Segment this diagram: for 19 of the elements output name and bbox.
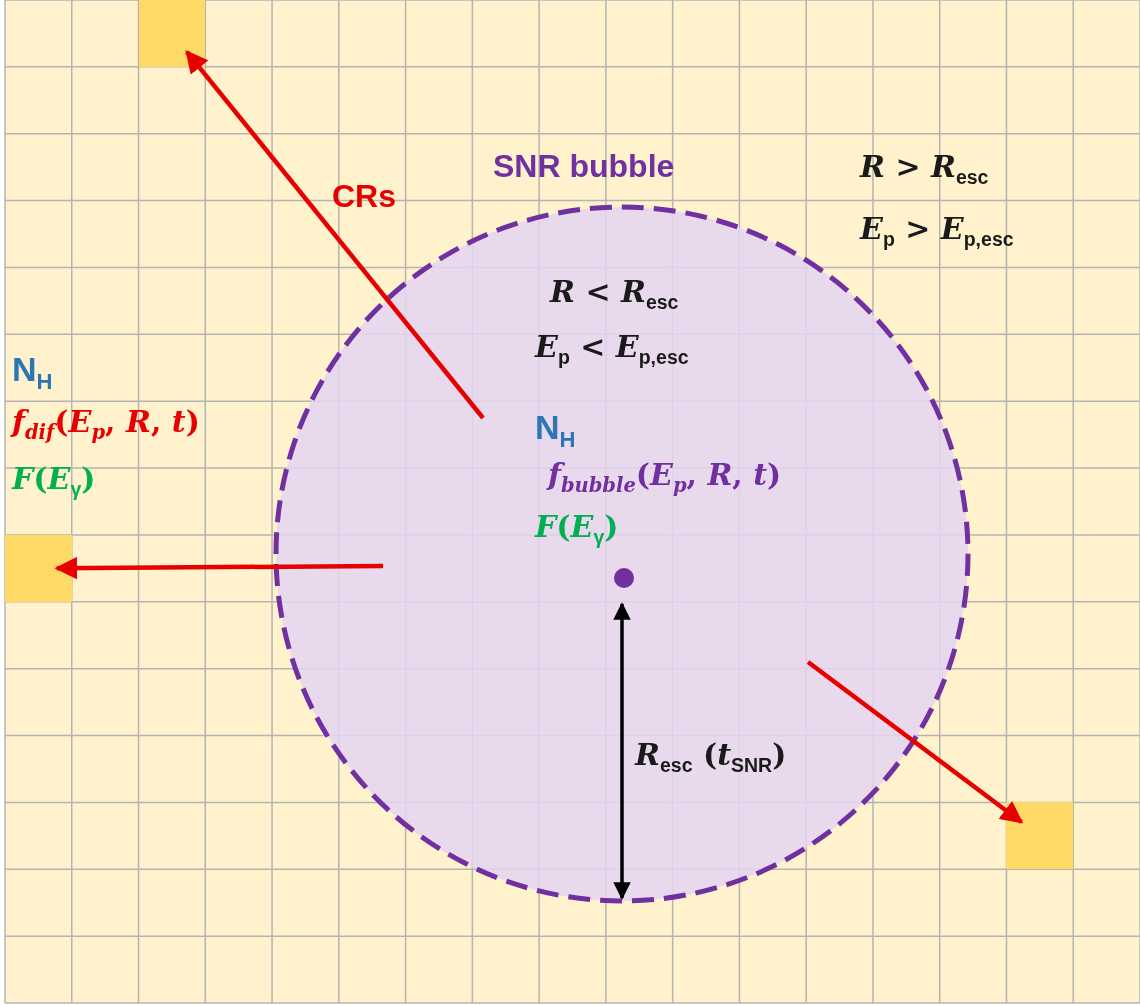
formula-text: f$_{dif}$(E$_{p}$, R, t)	[12, 405, 200, 445]
formula-text: F(E$_{γ}$)	[535, 510, 619, 549]
formula-text: N$_{H}$	[12, 350, 53, 395]
arrow	[806, 660, 1024, 824]
formula-text: R$_{esc}$ (t$_{SNR}$)	[635, 738, 787, 777]
formula-text: F(E$_{γ}$)	[12, 462, 96, 501]
arrow	[54, 556, 383, 580]
formula-text: R < R$_{esc}$	[550, 275, 679, 314]
arrow	[185, 50, 485, 420]
formula-text: R > R$_{esc}$	[860, 150, 989, 189]
highlighted-cell	[5, 534, 72, 602]
formula-text: E$_{p}$ > E$_{p,esc}$	[860, 212, 1014, 251]
formula-text: E$_{p}$ < E$_{p,esc}$	[535, 330, 689, 369]
highlighted-cell	[1006, 802, 1074, 870]
bubble-title: SNR bubble	[493, 148, 675, 185]
edge-label: CRs	[332, 178, 396, 215]
formula-text: N$_{H}$	[535, 408, 576, 453]
highlighted-cell	[138, 0, 206, 67]
formula-text: f$_{bubble}$(E$_{p}$, R, t)	[548, 458, 782, 498]
